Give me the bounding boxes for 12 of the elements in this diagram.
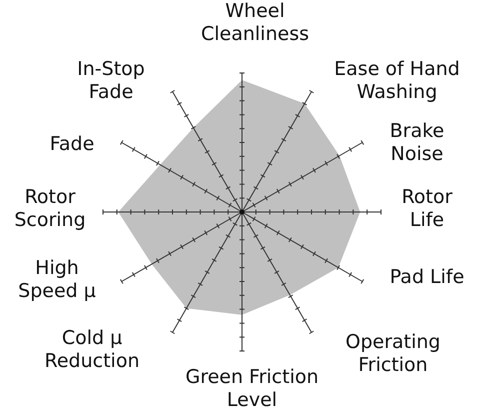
axis-label: Brake Noise [388,120,446,166]
axis-label: Cold μ Reduction [44,327,140,373]
axis-label: Wheel Cleanliness [200,0,310,46]
axis-label: Green Friction Level [184,366,320,412]
axis-label: High Speed μ [17,257,97,303]
axis-label: In-Stop Fade [76,58,146,104]
axis-label: Ease of Hand Washing [333,58,461,104]
axis-label: Operating Friction [344,331,442,377]
axis-label: Rotor Life [400,186,454,232]
axis-label: Rotor Scoring [13,186,87,232]
axis-label: Pad Life [388,266,466,289]
axis-label: Fade [48,133,96,156]
